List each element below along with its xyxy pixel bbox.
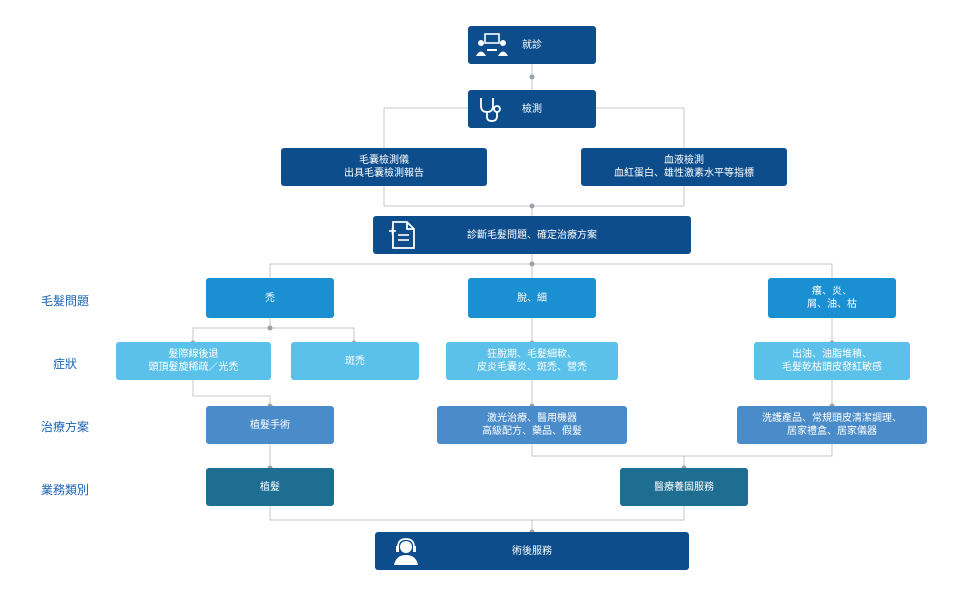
node-aftercare: 術後服務 — [375, 532, 689, 570]
node-diagnosis: 診斷毛髮問題、確定治療方案 — [373, 216, 691, 254]
node-symptom-loss: 狂脫期、毛髮細軟、 皮炎毛囊炎、斑禿、營禿 — [446, 342, 618, 380]
node-symptom-scalp: 出油、油脂堆積、 毛髮乾枯頭皮發紅敏感 — [754, 342, 910, 380]
node-biz-medical: 醫療養固服務 — [620, 468, 748, 506]
node-problem-loss: 脫、細 — [468, 278, 596, 318]
row-label-problems: 毛髮問題 — [40, 294, 89, 308]
node-test: 檢測 — [468, 90, 596, 128]
node-problem-bald: 禿 — [206, 278, 334, 318]
customer-service-icon — [393, 524, 419, 578]
node-visit-label: 就診 — [522, 39, 542, 51]
node-problem-scalp: 癢、炎、 屑、油、枯 — [768, 278, 896, 318]
report-document-icon — [389, 207, 417, 263]
doctor-consultation-icon — [476, 19, 508, 71]
node-diagnosis-label: 診斷毛髮問題、確定治療方案 — [467, 229, 597, 241]
row-label-business: 業務類別 — [40, 483, 89, 497]
node-symptom-hairline: 髮際線後退 頭頂髮旋稀疏／光禿 — [116, 342, 271, 380]
node-symptom-baldness: 斑禿 — [291, 342, 419, 380]
node-treat-transplant: 植髮手術 — [206, 406, 334, 444]
node-treat-care: 洗護產品、常規頭皮清潔調理、 居家禮盒、居家儀器 — [737, 406, 927, 444]
row-label-symptoms: 症狀 — [52, 357, 77, 371]
stethoscope-icon — [476, 82, 504, 136]
node-test-label: 檢測 — [522, 103, 542, 115]
node-hair-test: 毛囊檢測儀 出具毛囊檢測報告 — [281, 148, 487, 186]
node-treat-laser: 激光治療、醫用機器 高級配方、藥品、假髮 — [437, 406, 627, 444]
node-biz-transplant: 植髮 — [206, 468, 334, 506]
node-aftercare-label: 術後服務 — [512, 545, 552, 557]
node-blood-test: 血液檢測 血紅蛋白、雄性激素水平等指標 — [581, 148, 787, 186]
node-visit: 就診 — [468, 26, 596, 64]
row-label-treatment: 治療方案 — [40, 420, 89, 434]
